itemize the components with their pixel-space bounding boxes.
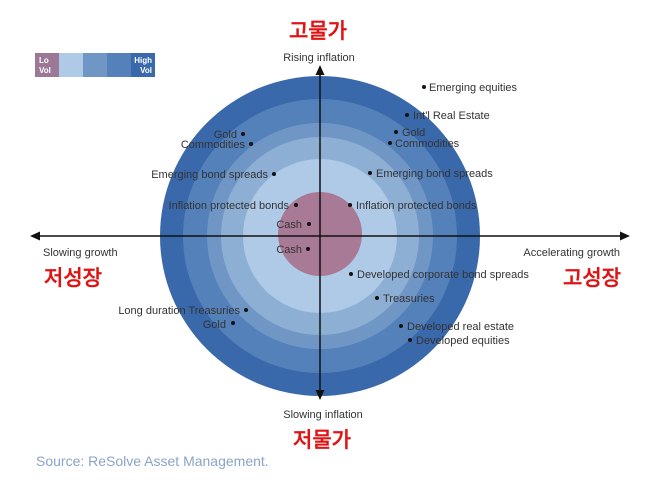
korean-label-bottom: 저물가 [293, 428, 352, 452]
legend-swatch-3 [83, 53, 107, 77]
label-developed-real-estate: Developed real estate [407, 321, 514, 333]
label-emerging-bond-spreads-tl: Emerging bond spreads [151, 169, 268, 181]
quadrant-top-left: Gold Commodities Emerging bond spreads I… [151, 129, 311, 231]
legend-swatch-2 [59, 53, 83, 77]
axis-label-right: Accelerating growth [523, 247, 620, 259]
label-developed-equities: Developed equities [416, 335, 510, 347]
marker-dot [249, 142, 253, 146]
legend-swatch-lo [35, 53, 59, 77]
legend-lo-line1: Lo [39, 56, 49, 65]
marker-dot [244, 308, 248, 312]
label-intl-real-estate: Int'l Real Estate [413, 110, 490, 122]
label-emerging-bond-spreads-tr: Emerging bond spreads [376, 168, 493, 180]
marker-dot [394, 130, 398, 134]
marker-dot [422, 85, 426, 89]
axes [30, 65, 630, 400]
korean-label-top: 고물가 [289, 19, 348, 43]
marker-dot [408, 338, 412, 342]
axis-label-top: Rising inflation [283, 52, 355, 64]
label-gold-tr: Gold [402, 127, 425, 139]
label-developed-corporate-bond-spreads: Developed corporate bond spreads [357, 269, 529, 281]
label-inflation-protected-tr: Inflation protected bonds [356, 200, 477, 212]
label-commodities-tr: Commodities [395, 138, 460, 150]
marker-dot [368, 171, 372, 175]
legend-lo-line2: Vol [39, 66, 51, 75]
marker-dot [405, 113, 409, 117]
left-arrow-icon [30, 231, 40, 241]
korean-label-left: 저성장 [44, 266, 102, 290]
label-long-duration-treasuries: Long duration Treasuries [118, 305, 240, 317]
label-gold-tl: Gold [214, 129, 237, 141]
marker-dot [241, 132, 245, 136]
up-arrow-icon [315, 65, 325, 75]
right-arrow-icon [620, 231, 630, 241]
marker-dot [231, 321, 235, 325]
marker-dot [306, 247, 310, 251]
label-cash-top: Cash [276, 219, 302, 231]
down-arrow-icon [315, 390, 325, 400]
marker-dot [388, 141, 392, 145]
volatility-legend: Lo Vol High Vol [35, 53, 155, 77]
label-cash-bottom: Cash [276, 244, 302, 256]
legend-high-line2: Vol [140, 66, 152, 75]
quadrant-bottom-left: Cash Long duration Treasuries Gold [118, 244, 310, 331]
label-inflation-protected-tl: Inflation protected bonds [169, 200, 290, 212]
legend-swatch-high [131, 53, 155, 77]
korean-label-right: 고성장 [563, 266, 621, 290]
legend-swatch-4 [107, 53, 131, 77]
label-gold-bl: Gold [203, 319, 226, 331]
marker-dot [272, 172, 276, 176]
marker-dot [349, 272, 353, 276]
label-emerging-equities: Emerging equities [429, 82, 518, 94]
label-commodities-tl: Commodities [181, 139, 246, 151]
axis-label-bottom: Slowing inflation [283, 409, 363, 421]
label-treasuries: Treasuries [383, 293, 435, 305]
quadrant-top-right: Emerging equities Int'l Real Estate Gold… [348, 82, 518, 212]
marker-dot [399, 324, 403, 328]
marker-dot [307, 222, 311, 226]
marker-dot [294, 203, 298, 207]
marker-dot [375, 296, 379, 300]
legend-high-line1: High [134, 56, 152, 65]
marker-dot [348, 203, 352, 207]
axis-label-left: Slowing growth [43, 247, 118, 259]
quadrant-bottom-right: Developed corporate bond spreads Treasur… [349, 269, 529, 347]
source-caption: Source: ReSolve Asset Management. [36, 453, 269, 469]
